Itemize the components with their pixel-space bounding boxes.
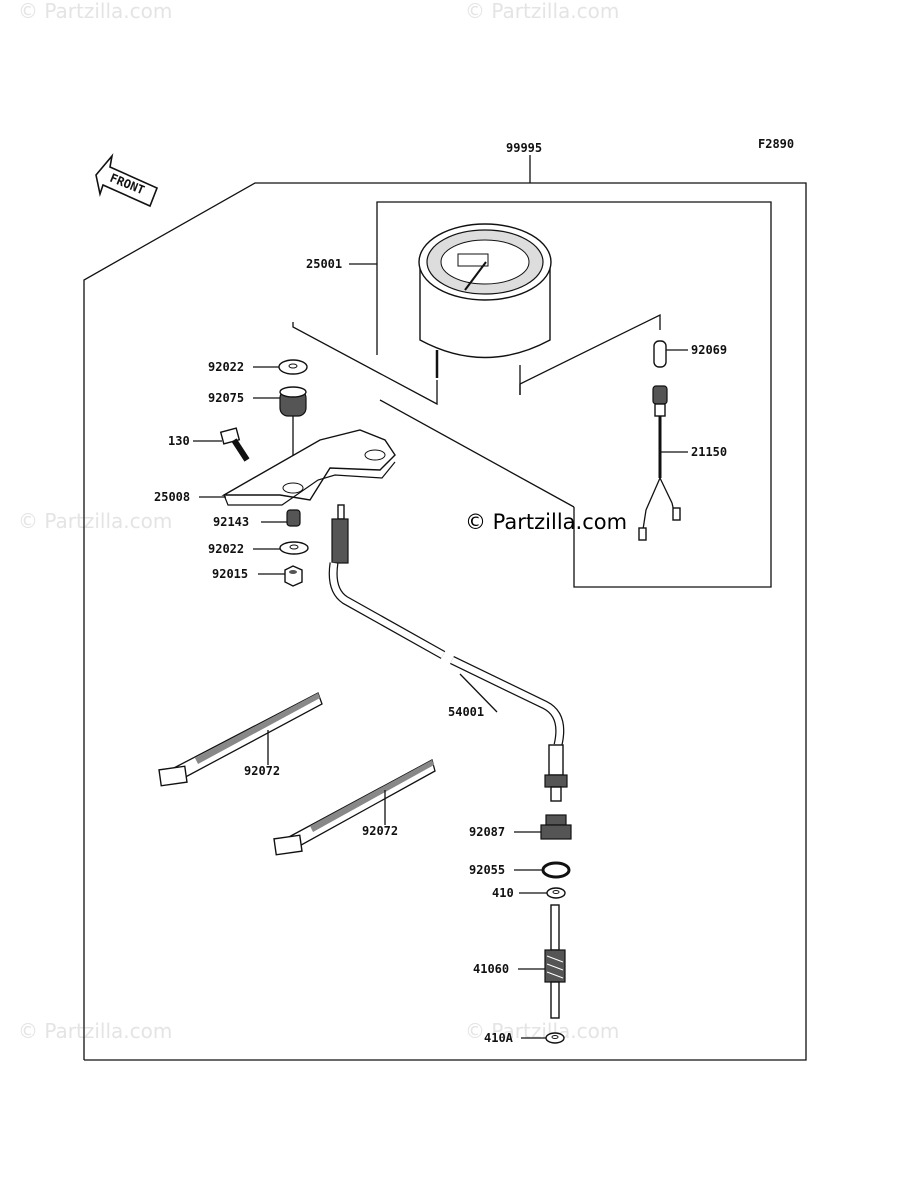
washer-bottom-icon: [279, 541, 309, 555]
speedometer-cable-icon: [328, 504, 568, 802]
band-2-icon: [273, 759, 436, 856]
bushing-icon: [540, 814, 572, 840]
mount-line-right: [519, 313, 661, 395]
callout-25001: 25001: [306, 257, 342, 271]
watermark-center: © Partzilla.com: [465, 510, 627, 534]
callout-130: 130: [168, 434, 190, 448]
callout-92015: 92015: [212, 567, 248, 581]
callout-92069: 92069: [691, 343, 727, 357]
washer-410a-icon: [545, 1032, 565, 1044]
callout-92072-1: 92072: [244, 764, 280, 778]
mount-line-left: [292, 322, 438, 406]
socket-wire-icon: [638, 385, 681, 541]
mount-line-diag: [379, 399, 575, 508]
callout-21150: 21150: [691, 445, 727, 459]
grommet-icon: [279, 386, 307, 417]
callout-92075: 92075: [208, 391, 244, 405]
callout-410a: 410A: [484, 1031, 514, 1045]
callout-92055: 92055: [469, 863, 505, 877]
bulb-icon: [653, 340, 667, 368]
gear-icon: [544, 904, 566, 1019]
callout-25008: 25008: [154, 490, 190, 504]
callout-92022-bottom: 92022: [208, 542, 244, 556]
meter-subframe: [376, 201, 772, 588]
speedometer-icon: [418, 223, 552, 395]
callout-99995: 99995: [506, 141, 542, 155]
washer-410-icon: [546, 887, 566, 899]
leader-54001: [459, 673, 498, 713]
bolt-icon: [219, 427, 250, 462]
band-1-icon: [158, 692, 323, 787]
watermark-mid-left: © Partzilla.com: [18, 509, 172, 533]
watermark-bottom-left: © Partzilla.com: [18, 1019, 172, 1043]
callout-92072-2: 92072: [362, 824, 398, 838]
watermark-top-left: © Partzilla.com: [18, 0, 172, 23]
collar-icon: [286, 509, 301, 527]
bracket-icon: [221, 429, 396, 506]
callout-92022-top: 92022: [208, 360, 244, 374]
watermark-group: © Partzilla.com © Partzilla.com © Partzi…: [18, 0, 627, 1043]
callout-54001: 54001: [448, 705, 484, 719]
callout-92143: 92143: [213, 515, 249, 529]
o-ring-icon: [541, 861, 571, 879]
figure-code: F2890: [758, 137, 794, 151]
callout-92087: 92087: [469, 825, 505, 839]
callout-41060: 41060: [473, 962, 509, 976]
callout-410: 410: [492, 886, 514, 900]
front-arrow-icon: FRONT: [95, 153, 159, 208]
watermark-top-center: © Partzilla.com: [465, 0, 619, 23]
watermark-bottom-center: © Partzilla.com: [465, 1019, 619, 1043]
washer-icon: [278, 359, 308, 375]
nut-icon: [284, 565, 303, 587]
